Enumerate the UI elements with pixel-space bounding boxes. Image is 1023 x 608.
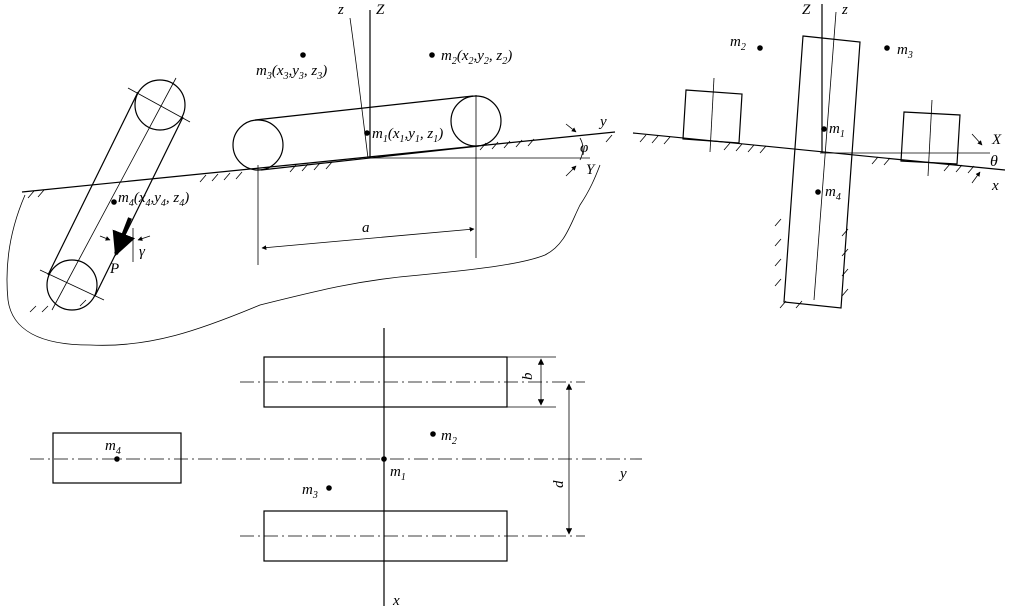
top-m4-point [114,456,120,462]
front-m2-label: m2 [730,34,746,53]
top-m2-point [430,431,436,437]
front-axis-Z-label: Z [802,2,811,18]
inclined-leg [39,77,191,311]
top-axis-x-label: x [392,593,400,608]
top-dim-d-label: d [551,480,567,488]
side-view: z Z y Y φ γ P a m1(x1,y1, z1) m2(x2,y2, … [6,2,616,346]
front-block-right [900,111,961,165]
side-force-P: P [109,261,119,277]
axis-z-line [349,17,369,159]
m1-label: m1(x1,y1, z1) [372,126,443,145]
front-view: Z z X x θ m1 m2 m3 m4 [632,2,1006,309]
m3-label: m3(x3,y3, z3) [256,63,327,82]
ground-outline [6,164,601,346]
top-dim-b-label: b [520,372,536,380]
front-hatching [639,134,975,309]
side-axis-y: y [598,114,607,130]
dimension-a [261,226,475,251]
top-axis-y-label: y [618,466,627,482]
m3-point [300,52,306,58]
front-angle-theta: θ [990,153,998,170]
top-m3-point [326,485,332,491]
m4-label: m4(x4,y4, z4) [118,190,189,209]
front-m1-label: m1 [829,121,845,140]
front-m4-label: m4 [825,184,841,203]
front-m4-point [815,189,821,195]
side-axis-z: z [337,2,344,18]
side-distance-a: a [362,220,370,236]
front-axis-z-label: z [841,2,848,18]
phi-arc [579,137,584,161]
top-view: y x b d m1 m2 m3 m4 [30,328,642,608]
m1-point [364,130,370,136]
track-body [232,95,502,265]
ground-left [21,167,261,193]
top-m1-point [381,456,387,462]
top-m2-label: m2 [441,428,457,447]
front-axis-X-label: X [991,132,1002,148]
m4-point [111,199,117,205]
side-axis-Y: Y [586,162,596,178]
front-block-left [682,89,743,144]
front-m1-point [821,126,827,132]
front-axis-x-label: x [991,178,999,194]
top-m3-label: m3 [302,482,318,501]
m2-point [429,52,435,58]
m2-label: m2(x2,y2, z2) [441,48,512,67]
top-leg-block [52,432,182,484]
front-tall-plate [783,35,861,309]
top-m4-label: m4 [105,438,121,457]
top-m1-label: m1 [390,464,406,483]
side-angle-gamma: γ [139,244,146,260]
force-arrow [112,217,136,257]
front-m3-label: m3 [897,42,913,61]
side-axis-Z: Z [376,2,385,18]
front-m2-point [757,45,763,51]
front-m3-point [884,45,890,51]
front-axis-z [813,11,837,301]
side-angle-phi: φ [580,140,588,156]
